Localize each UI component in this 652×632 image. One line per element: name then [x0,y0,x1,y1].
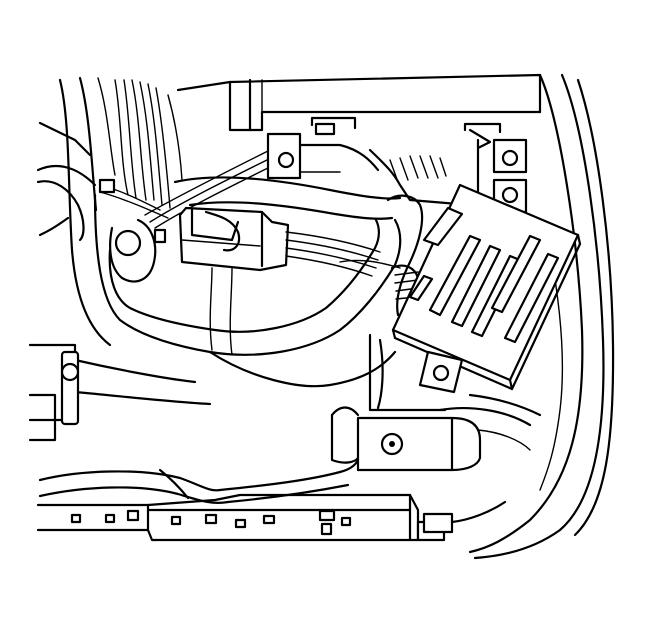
harness-grommet [98,178,167,283]
rail-slot [234,518,247,529]
upper-panel [176,73,542,150]
outer-frame-curves [468,73,615,560]
rail-slot [70,513,82,524]
module-slot [422,206,464,247]
fastener-hole-icon [432,364,450,382]
module-slot [428,234,482,317]
mid-structure [330,333,542,464]
module-slot [490,234,542,314]
left-fastener [60,350,80,426]
module-slot [408,274,434,302]
fastener-hole-icon [501,149,519,167]
fastener-hole-icon [501,186,519,204]
module-slot [503,252,560,344]
control-module [391,183,582,394]
upper-bracket [266,132,380,180]
left-body-structure [28,76,212,442]
main-wire-harness [93,176,402,388]
electrical-connector [178,206,401,277]
rail-slot [104,513,116,524]
lower-mounting-bracket [356,416,531,472]
rail-slot [204,513,218,525]
sill-rail [36,493,507,542]
rail-slot [318,509,336,522]
clip-icon [98,178,116,194]
module-slot [450,244,502,328]
rail-slot [126,509,140,522]
bolt-head-icon [60,362,80,382]
rail-slot [340,516,352,527]
rail-slot [262,514,276,525]
wire-bundle-upper [99,79,281,229]
panel-clip [314,122,336,136]
lower-harness [38,458,360,504]
fastener-hole-icon [277,151,295,169]
rail-slot [320,522,333,536]
rail-slot [170,515,182,526]
grommet-icon [114,229,142,257]
